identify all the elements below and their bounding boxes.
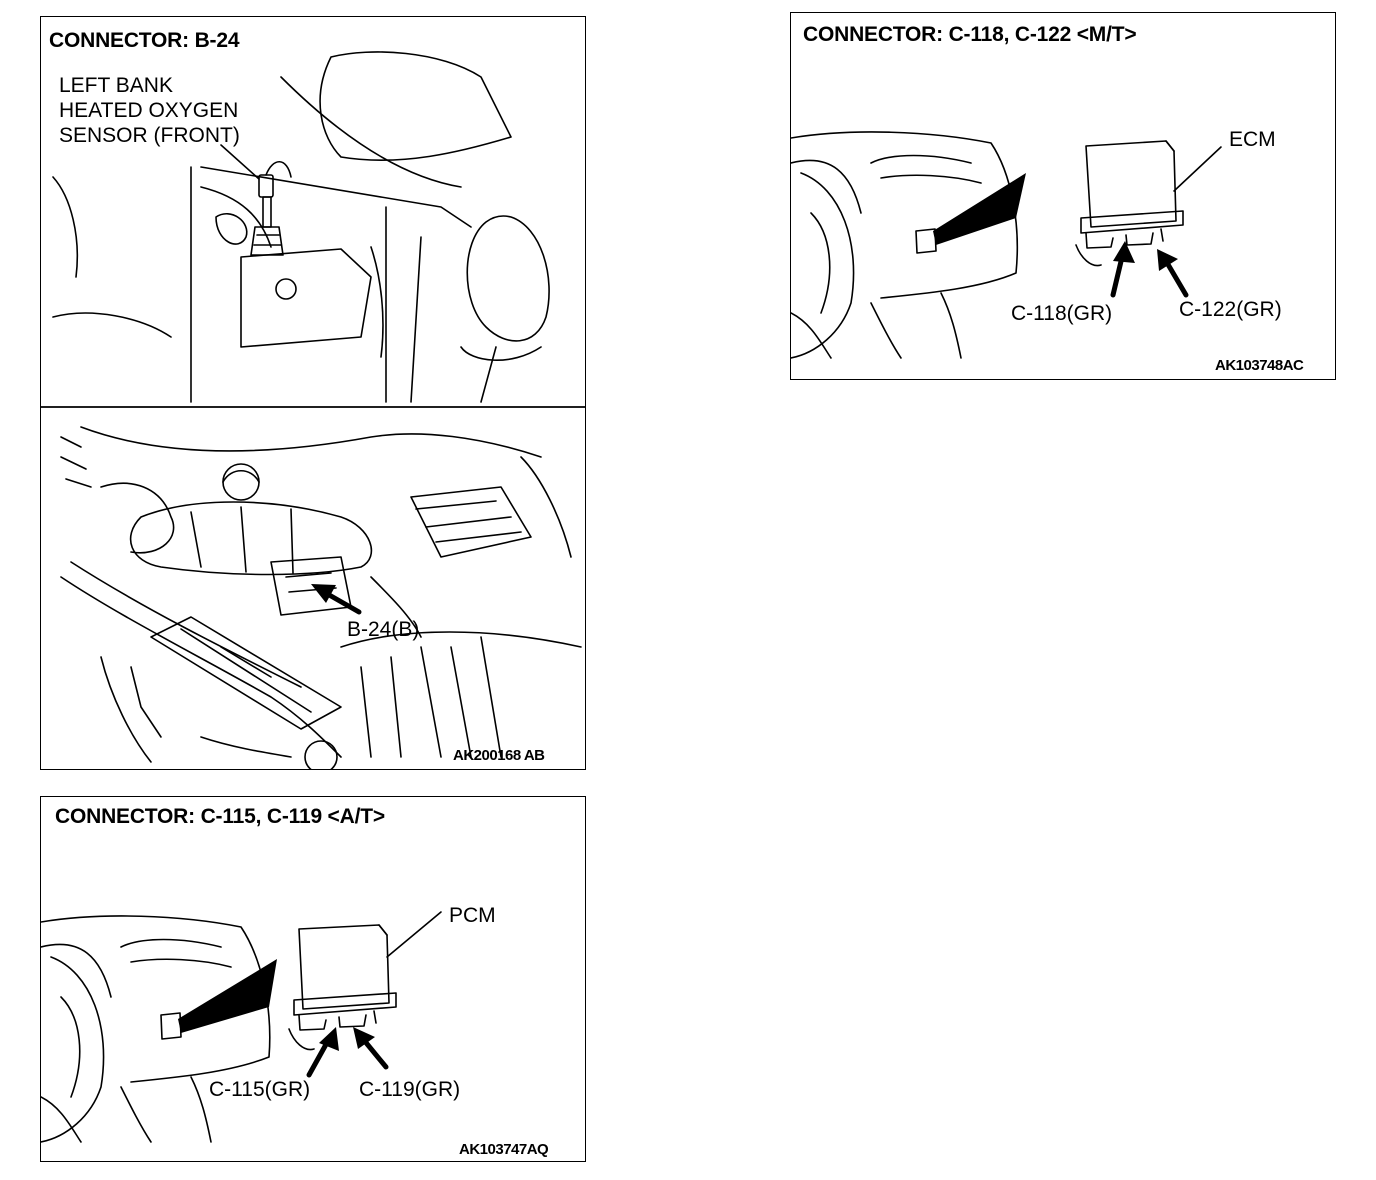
sensor-label-line1: LEFT BANK — [59, 74, 173, 97]
at-figure-code: AK103747AQ — [459, 1141, 549, 1158]
b24-illustration — [41, 51, 585, 769]
sensor-label-line3: SENSOR (FRONT) — [59, 124, 240, 147]
mt-title: CONNECTOR: C-118, C-122 <M/T> — [803, 23, 1137, 46]
ecm-module — [1075, 140, 1222, 267]
location-marker — [915, 228, 937, 254]
sensor-label-line2: HEATED OXYGEN — [59, 99, 239, 122]
engine-bay-sketch — [60, 426, 582, 769]
b24-figure-code: AK200168 AB — [453, 747, 545, 764]
b24-connector-label: B-24(B) — [347, 618, 420, 641]
at-pointer-arrows — [306, 1027, 389, 1078]
c119-connector-label: C-119(GR) — [359, 1078, 461, 1101]
c122-connector-label: C-122(GR) — [1179, 298, 1282, 321]
sensor-label: LEFT BANK HEATED OXYGEN SENSOR (FRONT) — [59, 73, 240, 148]
location-callout-cone — [178, 959, 277, 1033]
ecm-label: ECM — [1229, 128, 1276, 151]
at-title: CONNECTOR: C-115, C-119 <A/T> — [55, 805, 385, 828]
b24-pointer-arrow — [311, 584, 362, 615]
panel-mt-connectors: CONNECTOR: C-118, C-122 <M/T> ECM C-118(… — [790, 12, 1336, 380]
dashboard-sketch — [41, 915, 271, 1143]
sensor-location-sketch — [52, 51, 550, 403]
c118-connector-label: C-118(GR) — [1011, 302, 1113, 325]
location-marker — [160, 1012, 182, 1040]
dashboard-sketch — [791, 131, 1019, 359]
mt-pointer-arrows — [1110, 241, 1189, 298]
location-callout-cone — [933, 173, 1026, 245]
mt-figure-code: AK103748AC — [1215, 357, 1304, 374]
panel-at-connectors: CONNECTOR: C-115, C-119 <A/T> PCM C-115(… — [40, 796, 586, 1162]
panel-b24-connector: CONNECTOR: B-24 LEFT BANK HEATED OXYGEN … — [40, 16, 586, 770]
c115-connector-label: C-115(GR) — [209, 1078, 311, 1101]
at-illustration — [41, 911, 442, 1143]
pcm-label: PCM — [449, 904, 496, 927]
b24-title: CONNECTOR: B-24 — [49, 29, 240, 52]
mt-illustration — [791, 131, 1222, 359]
pcm-module — [288, 911, 442, 1051]
